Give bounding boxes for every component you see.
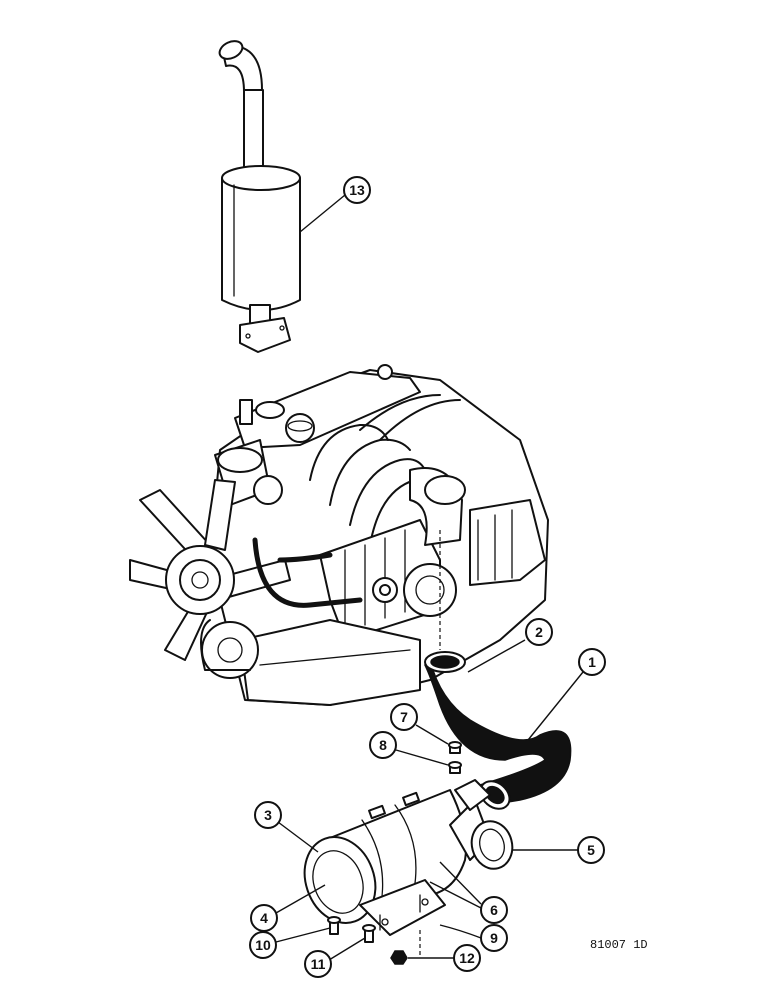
callout-9 <box>480 924 508 952</box>
callout-7 <box>390 703 418 731</box>
callouts: 13 2 1 7 8 3 5 4 6 <box>249 176 606 978</box>
callout-3-label: 3 <box>264 807 272 823</box>
callout-5 <box>577 836 605 864</box>
muffler <box>218 40 301 353</box>
callout-9-label: 9 <box>490 930 498 946</box>
callout-13-label: 13 <box>349 182 365 198</box>
callout-10-label: 10 <box>255 937 271 953</box>
callout-6 <box>480 896 508 924</box>
air-cleaner <box>303 779 514 924</box>
engine <box>129 364 549 706</box>
callout-2-label: 2 <box>535 624 543 640</box>
callout-1-label: 1 <box>588 654 596 670</box>
callout-8-label: 8 <box>379 737 387 753</box>
fan <box>129 479 291 661</box>
hardware <box>327 741 462 965</box>
callout-12-label: 12 <box>459 950 475 966</box>
mounting-bracket <box>359 879 446 936</box>
callout-5-label: 5 <box>587 842 595 858</box>
callout-7-label: 7 <box>400 709 408 725</box>
figure-reference-code: 81007 1D <box>590 938 648 952</box>
air-intake-hose <box>424 651 572 810</box>
callout-10 <box>249 931 277 959</box>
callout-11 <box>304 950 332 978</box>
callout-12 <box>453 944 481 972</box>
callout-8 <box>369 731 397 759</box>
callout-13 <box>343 176 371 204</box>
callout-1 <box>578 648 606 676</box>
callout-4-label: 4 <box>260 910 268 926</box>
callout-4 <box>250 904 278 932</box>
callout-6-label: 6 <box>490 902 498 918</box>
callout-3 <box>254 801 282 829</box>
callout-11-label: 11 <box>311 956 326 972</box>
callout-2 <box>525 618 553 646</box>
